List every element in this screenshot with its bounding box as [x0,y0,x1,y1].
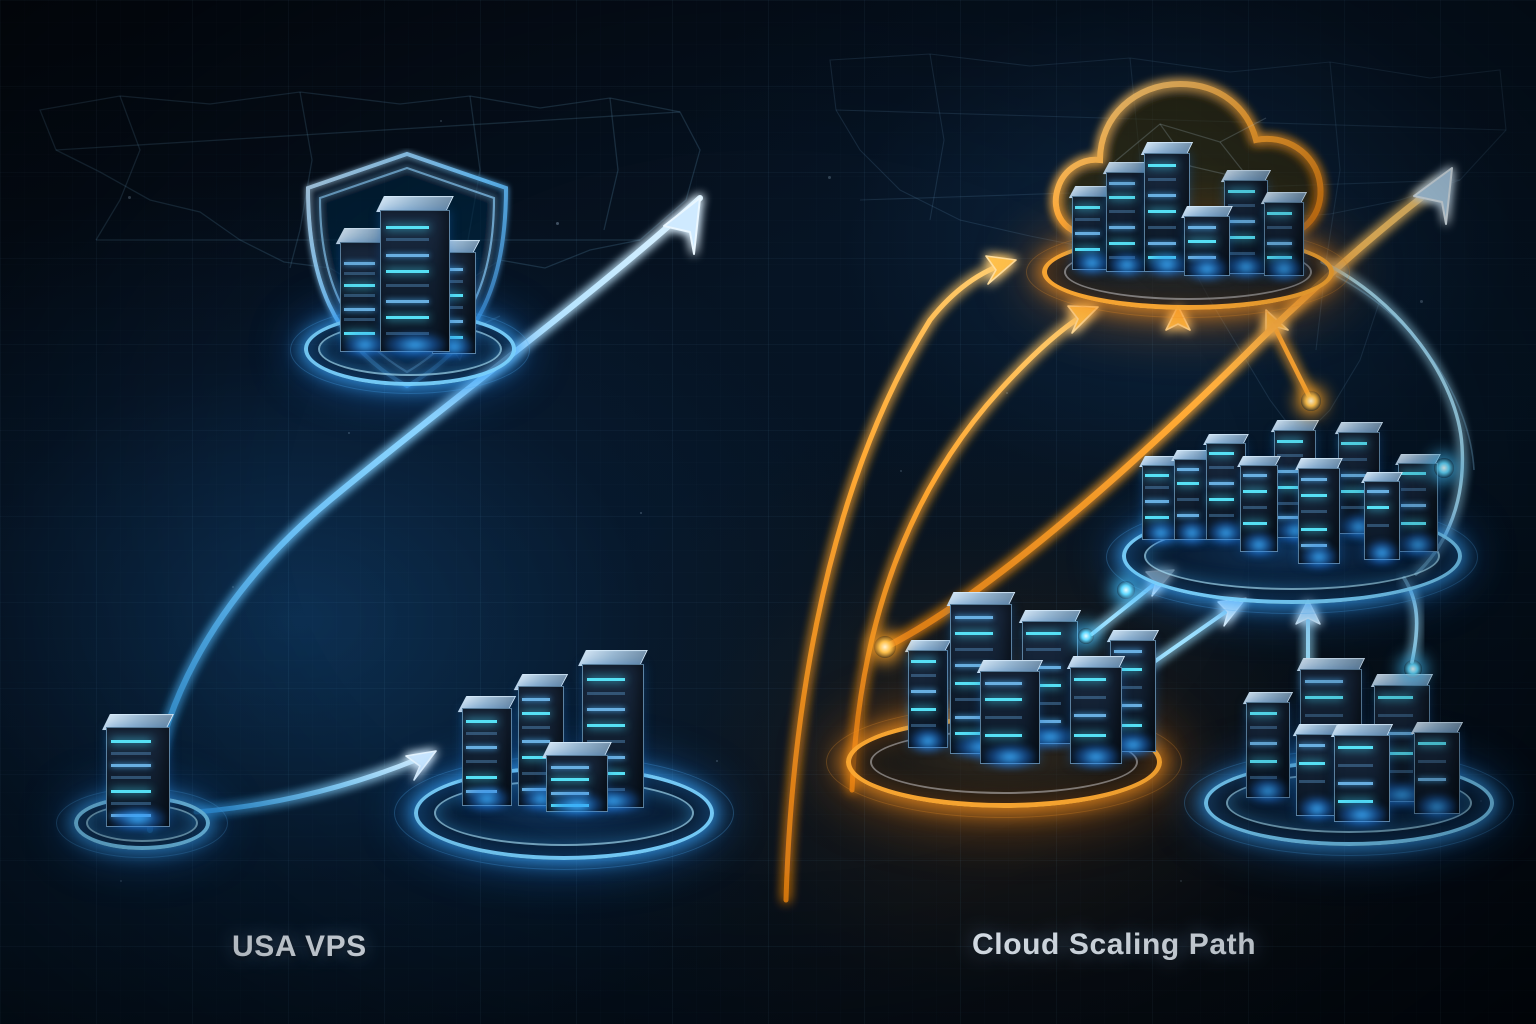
scaling-arrow-orange-vertical [1165,305,1191,403]
server-rack-icon [1237,456,1281,558]
server-rack-icon [542,742,612,818]
server-rack-icon [1066,656,1126,770]
server-rack-icon [1220,170,1272,280]
server-rack-icon [457,696,517,812]
shielded-server-node[interactable] [282,140,532,400]
blue-oval-platform [394,756,734,870]
shield-icon [305,151,509,389]
server-rack-icon [1203,434,1249,546]
server-rack-icon [1292,724,1342,822]
mid-server-cluster-node[interactable] [1106,400,1478,620]
node-dot-cyan-lower [1117,581,1135,599]
scale-arrow-small [193,750,437,815]
panel-caption-right: Cloud Scaling Path [972,928,1257,961]
scaling-arrow-orange-diagonal [1265,309,1315,405]
server-rack-icon [1410,722,1464,820]
server-rack-icon [1140,142,1194,278]
scaling-arrow-orange-2 [849,305,1099,793]
blue-ring-platform [56,788,228,858]
scaling-arrow-orange-1 [783,255,1017,903]
cloud-icon [1052,80,1324,239]
orange-ring-platform [826,706,1182,818]
server-rack-icon [1181,206,1233,282]
scale-arrow-cyan-1 [1090,569,1175,636]
server-rack-icon [976,660,1044,770]
node-dot-orange-mid [1301,391,1321,411]
server-rack-icon [1068,186,1116,276]
server-rack-icon [1334,422,1384,540]
growth-arrow-orange-long-head [1413,167,1453,225]
server-cluster-node[interactable] [394,630,744,880]
server-rack-icon [1330,724,1394,828]
server-rack-icon [102,714,174,832]
server-rack-icon [335,228,395,358]
server-rack-icon [1370,674,1434,808]
node-dot-orange-left [874,636,896,658]
scale-arrow-cyan-4 [1402,576,1419,664]
orange-ring-cluster-node[interactable] [826,570,1186,832]
scale-arrow-cyan-3 [1295,599,1321,692]
server-rack-icon [1361,472,1403,566]
server-rack-icon [1018,610,1082,750]
panel-caption-left: USA VPS [232,930,367,963]
server-rack-icon [1102,162,1152,278]
growth-arrow-large [147,195,703,833]
server-rack-icon [1260,192,1308,282]
server-rack-icon [1295,458,1343,570]
server-rack-icon [1139,456,1183,546]
scale-arrow-cyan-2 [1112,597,1247,692]
blue-ring-platform [290,306,530,394]
server-rack-icon [904,640,952,754]
orange-ring-platform [1026,226,1350,318]
node-dot-cyan-right [1434,458,1454,478]
bottom-server-cluster-node[interactable] [1184,630,1518,862]
server-rack-icon [1270,420,1320,544]
server-rack-icon [1106,630,1160,758]
node-dot-cyan-arcbase [1404,660,1422,678]
cloud-orbit-arc [1335,275,1475,471]
server-rack-icon [1296,658,1366,808]
blue-ring-platform [1106,500,1478,614]
server-rack-icon [1171,450,1213,546]
server-rack-icon [376,196,454,358]
cloud-platform-node[interactable] [1026,48,1350,318]
server-rack-icon [1395,454,1441,558]
feedback-curve-cyan [1320,260,1465,576]
single-server-node[interactable] [56,690,252,870]
server-rack-icon [578,650,648,814]
growth-arrow-orange-long [880,180,1444,652]
server-rack-icon [1242,692,1294,804]
server-rack-icon [946,592,1016,760]
server-rack-icon [513,674,569,812]
server-rack-icon [427,240,481,360]
blue-ring-platform [1184,750,1514,856]
node-dot-cyan-bottom [1078,628,1094,644]
